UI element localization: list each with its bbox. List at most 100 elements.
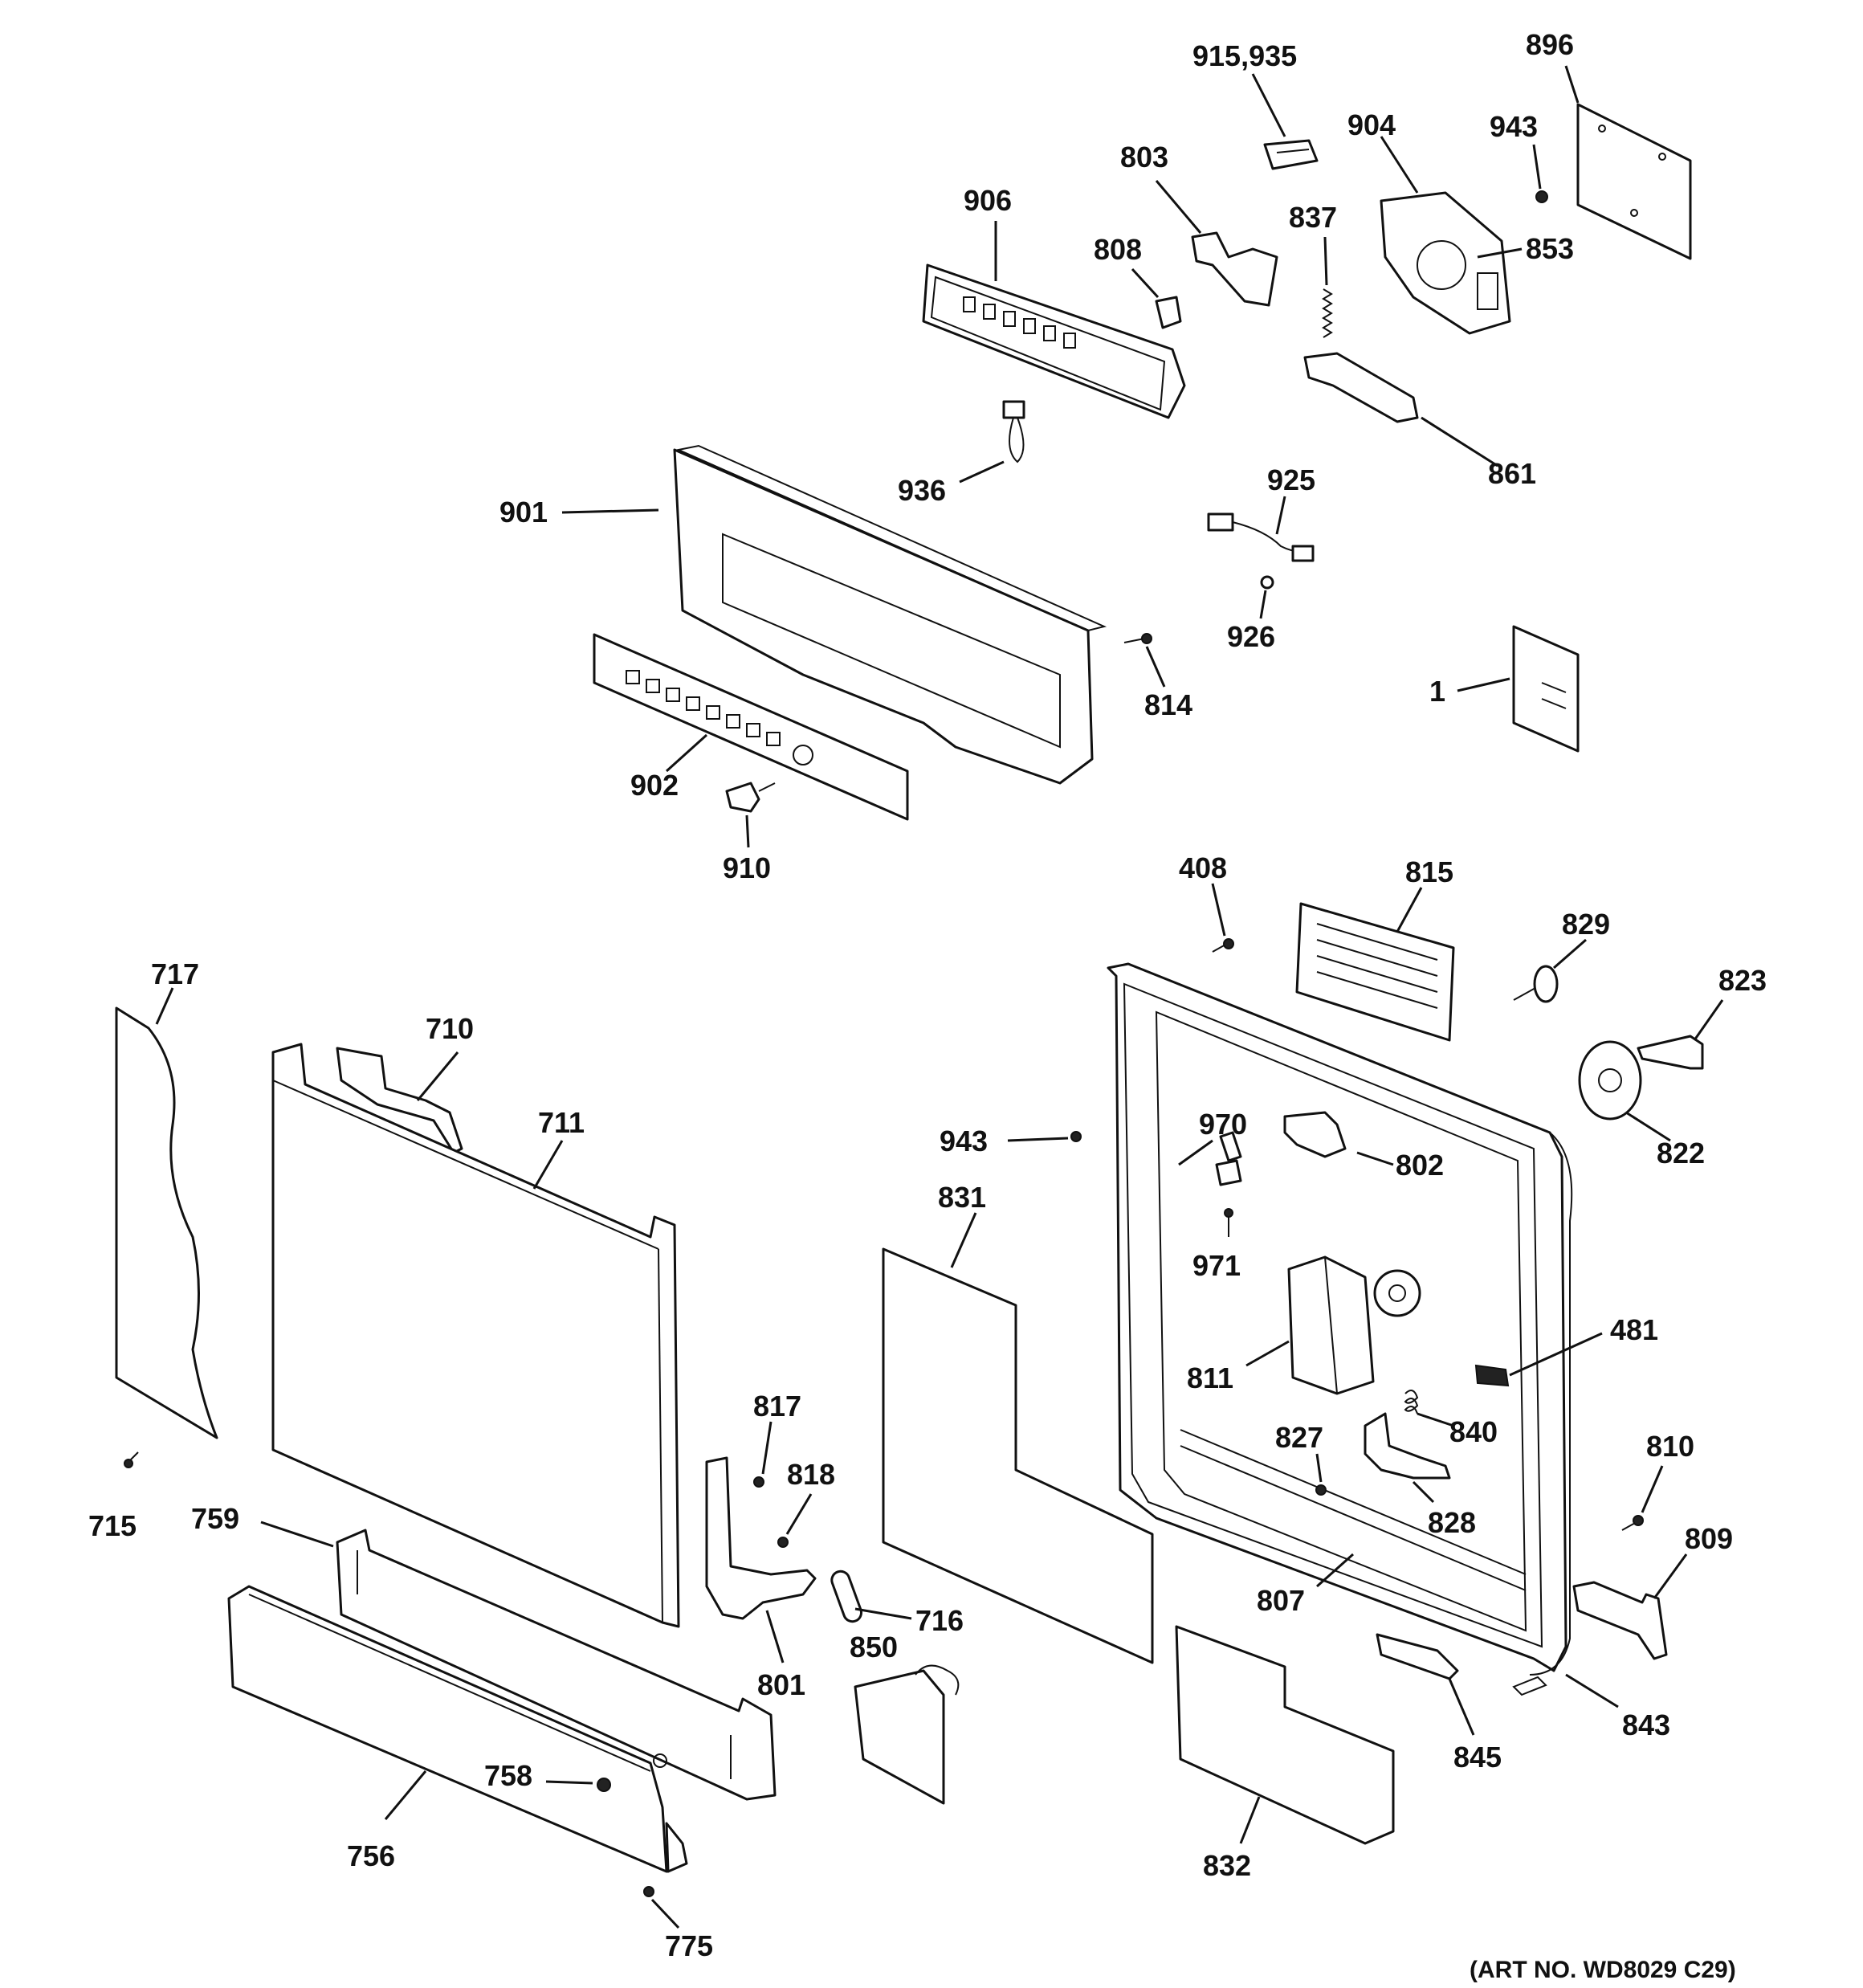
part-715-screw [124, 1451, 139, 1468]
leader-936 [959, 460, 1005, 484]
callout-717: 717 [151, 957, 199, 990]
callout-823: 823 [1718, 964, 1767, 997]
part-775-screw [643, 1886, 654, 1897]
leader-815 [1396, 887, 1423, 933]
leader-843 [1565, 1673, 1619, 1708]
part-902-control-panel [593, 633, 909, 821]
callout-943-top: 943 [1490, 110, 1538, 143]
callout-904: 904 [1347, 108, 1396, 141]
leader-831 [950, 1212, 977, 1268]
callout-926: 926 [1227, 620, 1275, 653]
part-809-bracket [1572, 1581, 1668, 1660]
part-831-insulation [882, 1247, 1154, 1664]
callout-971: 971 [1192, 1249, 1241, 1282]
part-845-part [1376, 1633, 1459, 1680]
leader-817 [761, 1421, 773, 1475]
callout-802: 802 [1396, 1149, 1444, 1182]
part-759-toe-bracket [336, 1529, 777, 1801]
callout-837: 837 [1289, 201, 1337, 234]
callout-970: 970 [1199, 1108, 1247, 1141]
callout-408: 408 [1179, 851, 1227, 884]
callout-710: 710 [426, 1012, 474, 1045]
part-808-clip [1155, 296, 1182, 329]
callout-850: 850 [850, 1631, 898, 1663]
part-408-screw [1212, 938, 1234, 953]
leader-759 [260, 1521, 334, 1548]
callout-810: 810 [1646, 1430, 1694, 1463]
leader-896 [1564, 65, 1580, 104]
leader-828 [1412, 1480, 1435, 1504]
leader-861 [1421, 416, 1498, 467]
leader-818 [785, 1493, 813, 1535]
callout-811: 811 [1187, 1361, 1233, 1394]
part-481-label [1474, 1364, 1510, 1387]
part-906-control-board [922, 263, 1186, 419]
part-943-screw-left [1070, 1131, 1082, 1142]
leader-802 [1356, 1151, 1394, 1166]
part-861-lever [1303, 352, 1419, 423]
leader-970 [1178, 1139, 1213, 1166]
callout-758: 758 [484, 1759, 532, 1792]
leader-807 [1316, 1553, 1354, 1588]
leader-822 [1625, 1111, 1671, 1142]
leader-829 [1553, 938, 1587, 970]
callout-716: 716 [915, 1604, 964, 1637]
part-970-part [1215, 1131, 1242, 1186]
leader-943-left [1007, 1137, 1069, 1142]
part-717-side-panel [115, 1006, 218, 1439]
callout-818: 818 [787, 1458, 835, 1491]
part-810-screw [1621, 1515, 1644, 1531]
leader-808 [1131, 267, 1160, 299]
part-901-console [673, 444, 1107, 785]
callout-840: 840 [1449, 1415, 1498, 1448]
part-815-vent [1295, 902, 1455, 1042]
leader-814 [1145, 646, 1166, 688]
part-925-wire [1207, 512, 1315, 562]
leader-853 [1477, 247, 1523, 259]
part-822-knob [1578, 1040, 1642, 1121]
part-843-gasket [1512, 1132, 1573, 1696]
callout-775: 775 [665, 1929, 713, 1962]
callout-808: 808 [1094, 233, 1142, 266]
part-850-hinge-cover [854, 1664, 960, 1805]
callout-807: 807 [1257, 1584, 1305, 1617]
callout-861: 861 [1488, 457, 1536, 490]
part-802-latch [1283, 1111, 1347, 1158]
part-811-dispenser [1287, 1255, 1421, 1395]
art-number: (ART NO. WD8029 C29) [1470, 1957, 1736, 1983]
part-837-spring [1322, 288, 1333, 338]
part-971-screw [1224, 1208, 1233, 1237]
callout-827: 827 [1275, 1421, 1323, 1454]
callout-829: 829 [1562, 908, 1610, 941]
leader-832 [1239, 1796, 1261, 1844]
leader-711 [532, 1140, 564, 1190]
callout-915-935: 915,935 [1192, 39, 1297, 72]
callout-711: 711 [538, 1106, 585, 1139]
leader-758 [545, 1780, 593, 1785]
callout-925: 925 [1267, 463, 1315, 496]
leader-845 [1448, 1678, 1475, 1736]
leader-710 [416, 1051, 459, 1101]
callout-759: 759 [191, 1502, 239, 1535]
part-817-screw [753, 1476, 764, 1488]
leader-837 [1323, 236, 1328, 286]
part-827-screw [1315, 1484, 1327, 1496]
callout-901: 901 [499, 496, 548, 529]
part-814-screw [1123, 633, 1152, 644]
leader-915-935 [1251, 73, 1286, 137]
callout-853: 853 [1526, 232, 1574, 265]
leader-827 [1315, 1453, 1323, 1483]
leader-823 [1693, 999, 1724, 1041]
callout-831: 831 [938, 1181, 986, 1214]
leader-801 [765, 1610, 785, 1663]
part-904-timer [1380, 191, 1511, 335]
part-803-bracket [1191, 231, 1278, 307]
callout-822: 822 [1657, 1137, 1705, 1170]
part-710-bracket [336, 1047, 463, 1154]
leader-408 [1211, 883, 1226, 937]
leader-810 [1641, 1465, 1664, 1513]
callout-943-left: 943 [940, 1125, 988, 1157]
part-910-knob [725, 782, 776, 813]
leader-902 [665, 733, 708, 773]
